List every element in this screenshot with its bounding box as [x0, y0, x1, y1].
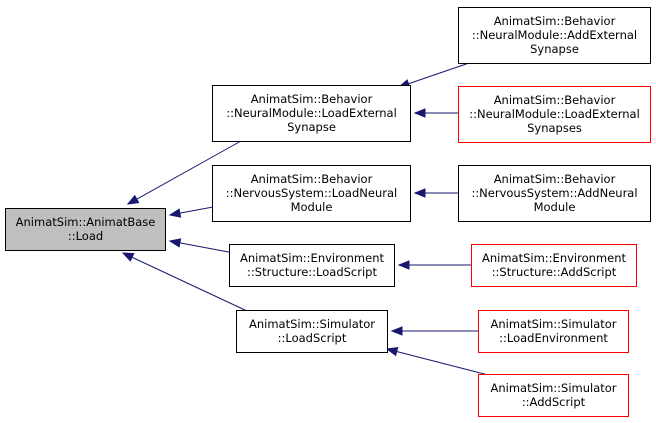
node-label-line: AnimatSim::Simulator — [490, 317, 616, 331]
arrowhead — [413, 108, 426, 118]
edge-ns_add_neural-to-ns_load_neural — [413, 188, 458, 198]
node-box[interactable] — [236, 310, 388, 353]
edge-env_load_script-to-load — [168, 238, 235, 254]
edge-sim_load_script-to-load — [121, 252, 248, 312]
node-label-line: Synapses — [527, 121, 582, 135]
node-label-line: ::NervousSystem::LoadNeural — [226, 186, 397, 200]
node-env_load_script[interactable]: AnimatSim::Environment::Structure::LoadS… — [229, 244, 395, 287]
node-nm_add_ext[interactable]: AnimatSim::Behavior::NeuralModule::AddEx… — [458, 7, 651, 64]
node-label-line: ::Load — [68, 229, 103, 243]
node-ns_load_neural[interactable]: AnimatSim::Behavior::NervousSystem::Load… — [212, 165, 411, 222]
arrowhead — [168, 208, 182, 218]
node-nm_load_ext[interactable]: AnimatSim::Behavior::NeuralModule::LoadE… — [212, 85, 411, 142]
node-label-line: ::NervousSystem::AddNeural — [471, 186, 637, 200]
node-label-line: AnimatSim::Behavior — [494, 93, 616, 107]
node-sim_load_env[interactable]: AnimatSim::Simulator::LoadEnvironment — [478, 310, 629, 353]
node-label-line: ::Structure::AddScript — [492, 265, 617, 279]
edge-line — [136, 140, 242, 200]
node-nm_load_exts[interactable]: AnimatSim::Behavior::NeuralModule::LoadE… — [458, 86, 651, 143]
node-label-line: Synapse — [530, 42, 579, 56]
arrowhead — [413, 188, 426, 198]
nodes-layer: AnimatSim::AnimatBase::Load AnimatSim::Be… — [5, 7, 651, 417]
edge-line — [408, 61, 473, 85]
edge-sim_add_script-to-sim_load_script — [385, 347, 493, 377]
node-box[interactable] — [212, 85, 411, 142]
node-label-line: ::NeuralModule::AddExternal — [472, 28, 637, 42]
node-box[interactable] — [458, 86, 651, 143]
node-label-line: AnimatSim::Simulator — [249, 317, 375, 331]
node-label-line: AnimatSim::Environment — [482, 251, 626, 265]
node-sim_load_script[interactable]: AnimatSim::Simulator::LoadScript — [236, 310, 388, 353]
node-box[interactable] — [229, 244, 395, 287]
node-box[interactable] — [471, 244, 637, 287]
edge-line — [179, 242, 235, 254]
arrowhead — [168, 238, 182, 248]
node-box[interactable] — [458, 7, 651, 64]
node-label-line: ::LoadEnvironment — [499, 331, 608, 345]
edge-nm_add_ext-to-nm_load_ext — [397, 61, 473, 89]
node-label-line: Module — [291, 200, 333, 214]
node-box[interactable] — [478, 310, 629, 353]
edge-ns_load_neural-to-load — [168, 206, 214, 218]
node-label-line: AnimatSim::Behavior — [494, 14, 616, 28]
node-env_add_script[interactable]: AnimatSim::Environment::Structure::AddSc… — [471, 244, 637, 287]
node-label-line: ::AddScript — [522, 395, 586, 409]
node-label-line: AnimatSim::Environment — [240, 251, 384, 265]
arrowhead — [390, 326, 403, 336]
node-label-line: Synapse — [287, 120, 336, 134]
node-load[interactable]: AnimatSim::AnimatBase::Load — [5, 208, 166, 251]
node-label-line: AnimatSim::Behavior — [251, 92, 373, 106]
node-sim_add_script[interactable]: AnimatSim::Simulator::AddScript — [478, 374, 629, 417]
node-label-line: ::NeuralModule::LoadExternal — [469, 107, 640, 121]
node-label-line: Module — [534, 200, 576, 214]
node-label-line: AnimatSim::Behavior — [251, 172, 373, 186]
edge-sim_load_env-to-sim_load_script — [390, 326, 478, 336]
node-label-line: AnimatSim::Simulator — [490, 381, 616, 395]
node-label-line: ::LoadScript — [278, 331, 347, 345]
edge-nm_load_ext-to-load — [126, 140, 242, 205]
node-box[interactable] — [478, 374, 629, 417]
edge-nm_load_exts-to-nm_load_ext — [413, 108, 458, 118]
arrowhead — [121, 252, 135, 262]
edge-line — [131, 256, 248, 312]
arrowhead — [385, 347, 399, 357]
node-label-line: ::NeuralModule::LoadExternal — [226, 106, 397, 120]
node-label-line: AnimatSim::AnimatBase — [16, 215, 156, 229]
edge-line — [179, 206, 214, 214]
edge-env_add_script-to-env_load_script — [397, 260, 472, 270]
edge-line — [396, 351, 493, 377]
node-label-line: AnimatSim::Behavior — [494, 172, 616, 186]
node-box[interactable] — [458, 165, 651, 222]
edges-layer — [121, 61, 493, 377]
arrowhead — [397, 260, 410, 270]
arrowhead — [126, 194, 140, 205]
node-label-line: ::Structure::LoadScript — [247, 265, 377, 279]
node-box[interactable] — [5, 208, 166, 251]
node-ns_add_neural[interactable]: AnimatSim::Behavior::NervousSystem::AddN… — [458, 165, 651, 222]
node-box[interactable] — [212, 165, 411, 222]
